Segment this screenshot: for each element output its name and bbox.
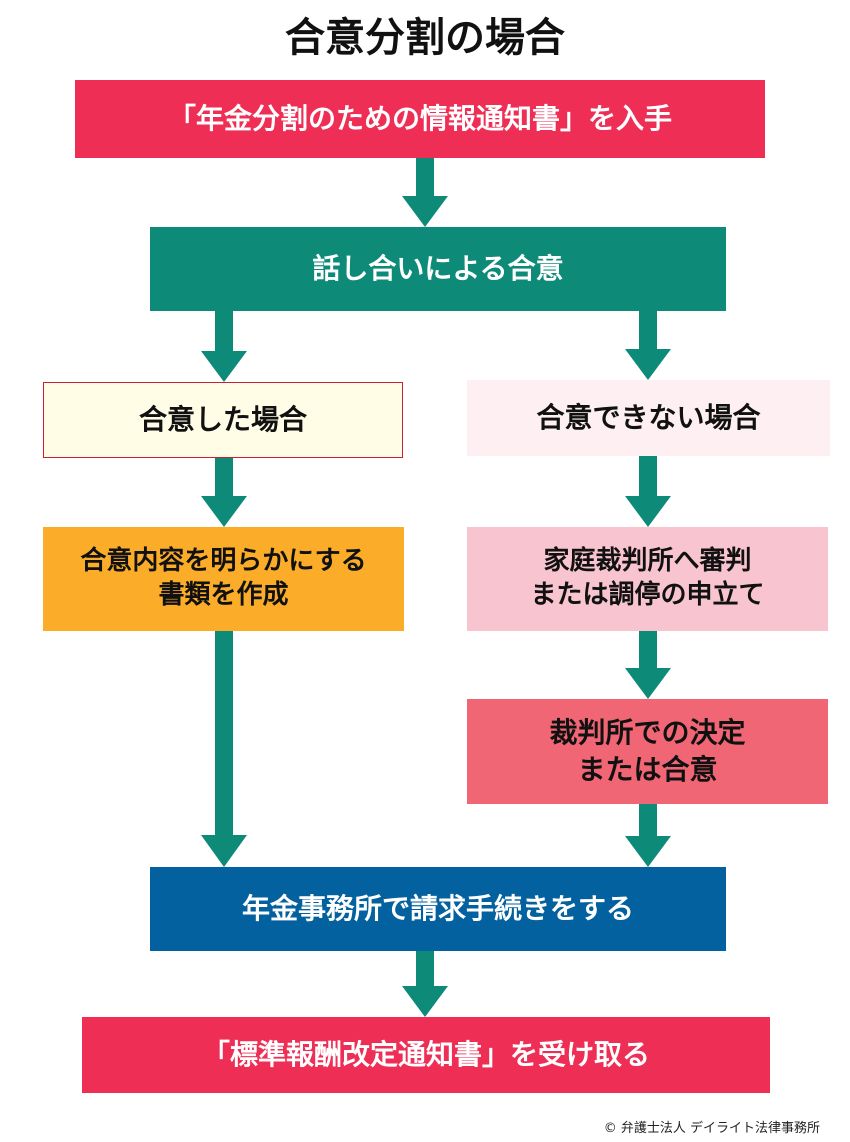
agreed-box: 合意した場合 (43, 382, 403, 458)
arrow-to-court-petition (625, 456, 671, 527)
create-document-line-1: 合意内容を明らかにする (80, 546, 367, 577)
discussion-label: 話し合いによる合意 (312, 251, 564, 285)
arrow-left-to-pension-office (201, 631, 247, 867)
receive-notice-label: 「標準報酬改定通知書」を受け取る (201, 1037, 650, 1071)
arrow-to-not-agreed (625, 311, 671, 380)
court-petition-box: 家庭裁判所へ審判 または調停の申立て (467, 527, 828, 631)
receive-notice-box: 「標準報酬改定通知書」を受け取る (82, 1017, 770, 1093)
court-petition-line-2: または調停の申立て (530, 580, 765, 610)
court-decision-box: 裁判所での決定 または合意 (467, 699, 828, 804)
court-decision-line-2: または合意 (577, 752, 718, 786)
arrow-to-agreed (201, 311, 247, 382)
arrow-to-receive-notice (402, 951, 448, 1017)
court-decision-line-1: 裁判所での決定 (549, 716, 746, 750)
create-document-line-2: 書類を作成 (158, 580, 289, 610)
pension-office-box: 年金事務所で請求手続きをする (150, 867, 726, 951)
arrow-right-to-pension-office (625, 804, 671, 867)
not-agreed-box: 合意できない場合 (467, 380, 830, 456)
arrow-to-create-document (201, 458, 247, 527)
not-agreed-label: 合意できない場合 (536, 400, 761, 434)
court-petition-line-1: 家庭裁判所へ審判 (543, 546, 752, 577)
create-document-box: 合意内容を明らかにする 書類を作成 (43, 527, 404, 631)
arrow-to-court-decision (625, 631, 671, 699)
obtain-notice-box: 「年金分割のための情報通知書」を入手 (75, 80, 765, 158)
copyright-credit: © 弁護士法人 デイライト法律事務所 (603, 1121, 820, 1136)
pension-office-label: 年金事務所で請求手続きをする (241, 891, 634, 925)
agreed-label: 合意した場合 (138, 402, 307, 436)
discussion-box: 話し合いによる合意 (150, 227, 726, 311)
obtain-notice-label: 「年金分割のための情報通知書」を入手 (167, 101, 672, 135)
arrow-to-discussion (402, 158, 448, 227)
page-title: 合意分割の場合 (285, 15, 565, 61)
